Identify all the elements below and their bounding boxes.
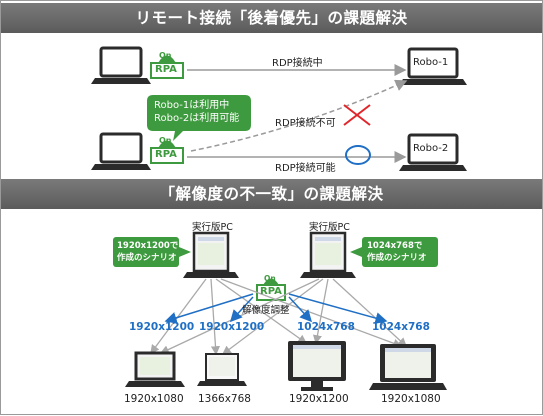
rpa-on-label-1: On	[159, 51, 172, 60]
ok-circle-icon	[345, 145, 371, 165]
note-left-box	[113, 237, 179, 267]
bubble-line-1: Robo-1は利用中	[154, 100, 230, 111]
laptop-icon-user2	[91, 132, 151, 170]
res-label-3: 1024x768	[297, 321, 355, 333]
laptop-icon-target2	[197, 353, 247, 386]
note-right-line-1: 1024x768で	[367, 241, 423, 251]
robo2-label: Robo-2	[413, 143, 449, 154]
device-label-2: 1366x768	[198, 393, 251, 405]
laptop-icon-exec-left	[183, 231, 239, 278]
rpa-label-center: RPA	[260, 286, 282, 297]
robo1-label: Robo-1	[413, 57, 449, 68]
res-label-4: 1024x768	[372, 321, 430, 333]
section-title-resolution: 「解像度の不一致」の課題解決	[1, 179, 542, 209]
laptop-icon-target1	[125, 351, 185, 387]
exec-pc-right-label: 実行版PC	[309, 222, 350, 233]
section-title-remote: リモート接続「後着優先」の課題解決	[1, 3, 542, 33]
bubble-line-2: Robo-2は利用可能	[154, 113, 240, 124]
note-left-text: 1920x1200で 作成のシナリオ	[117, 240, 178, 264]
laptop-icon-target4	[369, 344, 447, 390]
rpa-badge-2	[150, 140, 184, 164]
resolution-adjust-label: 解像度調整	[242, 305, 290, 316]
laptop-icon-exec-right	[300, 231, 356, 278]
exec-pc-left-label: 実行版PC	[192, 222, 233, 233]
note-left-line-1: 1920x1200で	[117, 241, 179, 251]
bubble-text: Robo-1は利用中 Robo-2は利用可能	[154, 99, 239, 125]
laptop-icon-robo1	[399, 47, 467, 85]
res-label-1: 1920x1200	[129, 321, 195, 333]
rdp-available-label: RDP接続可能	[275, 163, 336, 174]
device-label-3: 1920x1200	[289, 393, 349, 405]
rpa-label-1: RPA	[155, 64, 177, 75]
device-label-4: 1920x1080	[381, 393, 441, 405]
note-right-box	[362, 237, 438, 267]
monitor-icon-target3	[288, 341, 346, 391]
rdp-fail-label: RDP接続不可	[275, 118, 336, 129]
note-right-text: 1024x768で 作成のシナリオ	[367, 240, 427, 264]
res-label-2: 1920x1200	[199, 321, 265, 333]
rdp-connected-label: RDP接続中	[272, 58, 323, 69]
rdp-fail-arrow	[190, 79, 408, 152]
note-right-line-2: 作成のシナリオ	[367, 253, 427, 263]
laptop-icon-user1	[91, 46, 151, 84]
note-left-line-2: 作成のシナリオ	[117, 253, 177, 263]
rpa-on-label-2: On	[159, 136, 172, 145]
fail-x-icon	[343, 104, 371, 126]
rpa-badge-1	[150, 55, 184, 79]
device-label-1: 1920x1080	[124, 393, 184, 405]
adjust-arrows	[164, 293, 388, 324]
status-bubble	[147, 95, 251, 141]
laptop-icon-robo2	[399, 133, 467, 171]
rpa-label-2: RPA	[155, 149, 177, 160]
rpa-on-label-center: On	[264, 274, 276, 283]
